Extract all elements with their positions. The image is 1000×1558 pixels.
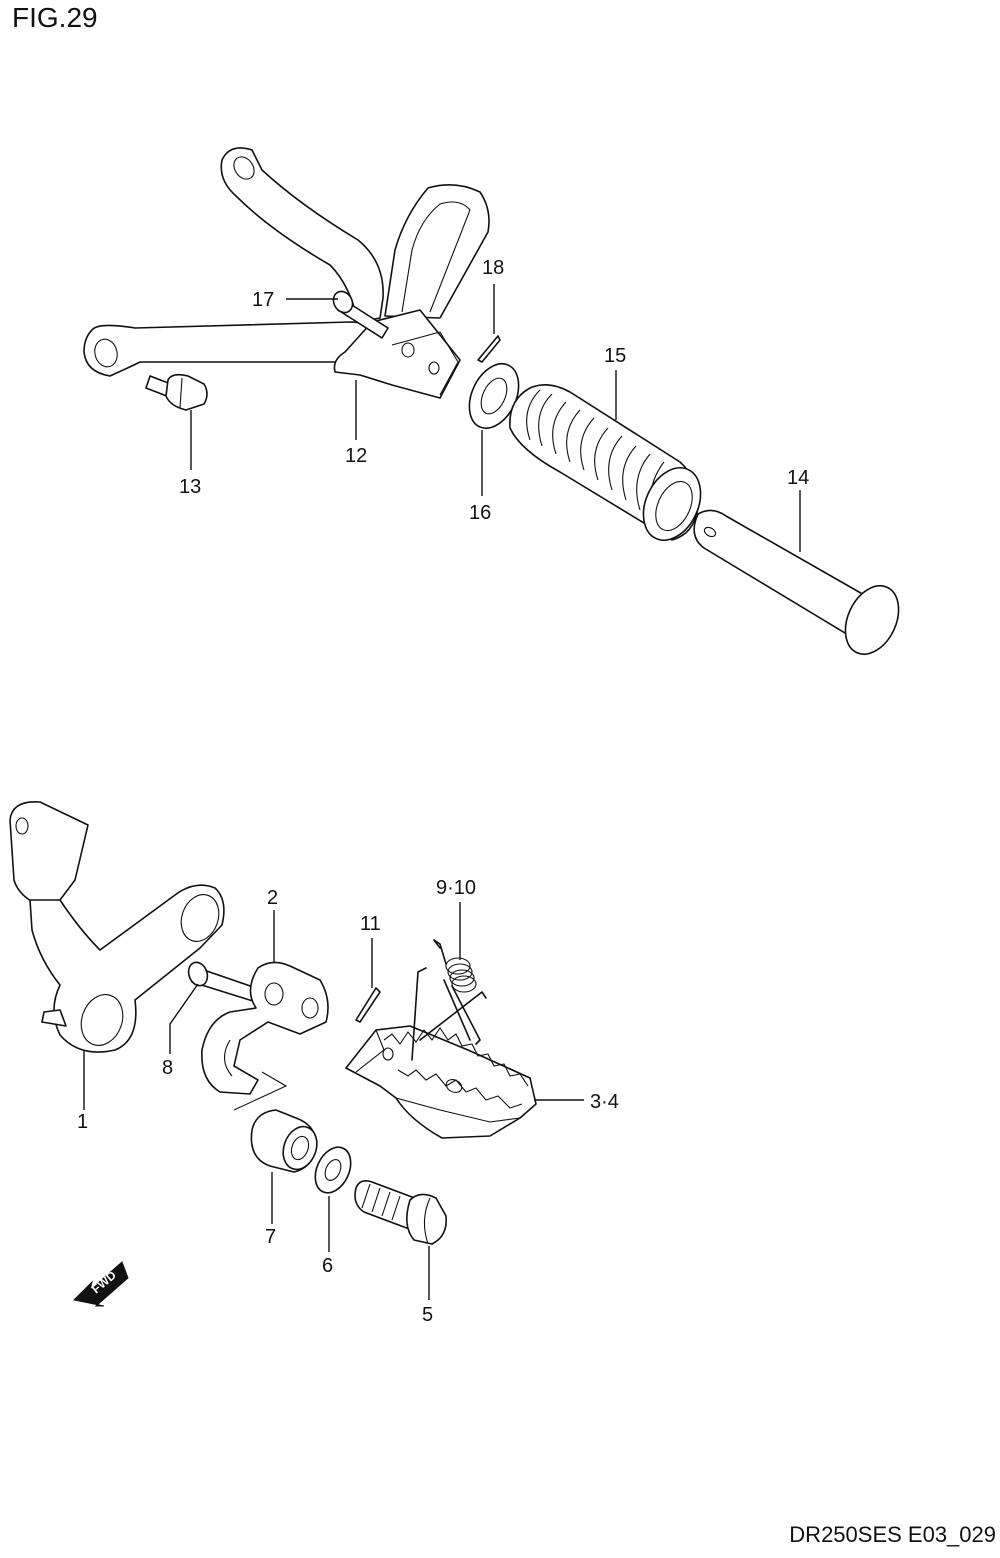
footrest-bracket bbox=[9, 801, 225, 1053]
footrest bbox=[345, 967, 537, 1139]
callout-11: 11 bbox=[360, 913, 381, 935]
callout-5: 5 bbox=[422, 1304, 433, 1326]
figure-title: FIG.29 bbox=[12, 2, 98, 33]
callout-17: 17 bbox=[252, 289, 274, 311]
cotter-pin-upper bbox=[477, 335, 501, 363]
callout-9-10: 9·10 bbox=[436, 877, 476, 899]
callout-7: 7 bbox=[265, 1226, 276, 1248]
forward-arrow-icon: FWD bbox=[72, 1261, 129, 1307]
footrest-rubber bbox=[509, 384, 702, 541]
footrest-pivot-pin bbox=[187, 961, 263, 1003]
collar bbox=[250, 1109, 318, 1173]
washer-lower bbox=[314, 1146, 352, 1194]
bolt-upper bbox=[145, 373, 208, 411]
callout-2: 2 bbox=[267, 887, 278, 909]
clevis-pin bbox=[332, 290, 389, 339]
rear-footrest-bracket bbox=[83, 147, 490, 399]
callout-14: 14 bbox=[787, 467, 809, 489]
callout-3-4: 3·4 bbox=[590, 1091, 619, 1113]
callout-1: 1 bbox=[77, 1111, 88, 1133]
callout-16: 16 bbox=[469, 502, 491, 524]
assembly-guide-line bbox=[233, 1071, 288, 1111]
leader-lines bbox=[83, 284, 801, 1300]
callout-12: 12 bbox=[345, 445, 367, 467]
footrest-pin bbox=[693, 509, 900, 655]
footrest-spring bbox=[433, 939, 481, 1045]
bolt-lower bbox=[354, 1180, 448, 1245]
callout-18: 18 bbox=[482, 257, 504, 279]
callout-15: 15 bbox=[604, 345, 626, 367]
callout-13: 13 bbox=[179, 476, 201, 498]
drawing-code: DR250SES E03_029 bbox=[789, 1522, 996, 1547]
callout-6: 6 bbox=[322, 1255, 333, 1277]
footrest-hinge-bracket bbox=[201, 961, 329, 1095]
cotter-pin-lower bbox=[355, 987, 381, 1023]
callout-8: 8 bbox=[162, 1057, 173, 1079]
